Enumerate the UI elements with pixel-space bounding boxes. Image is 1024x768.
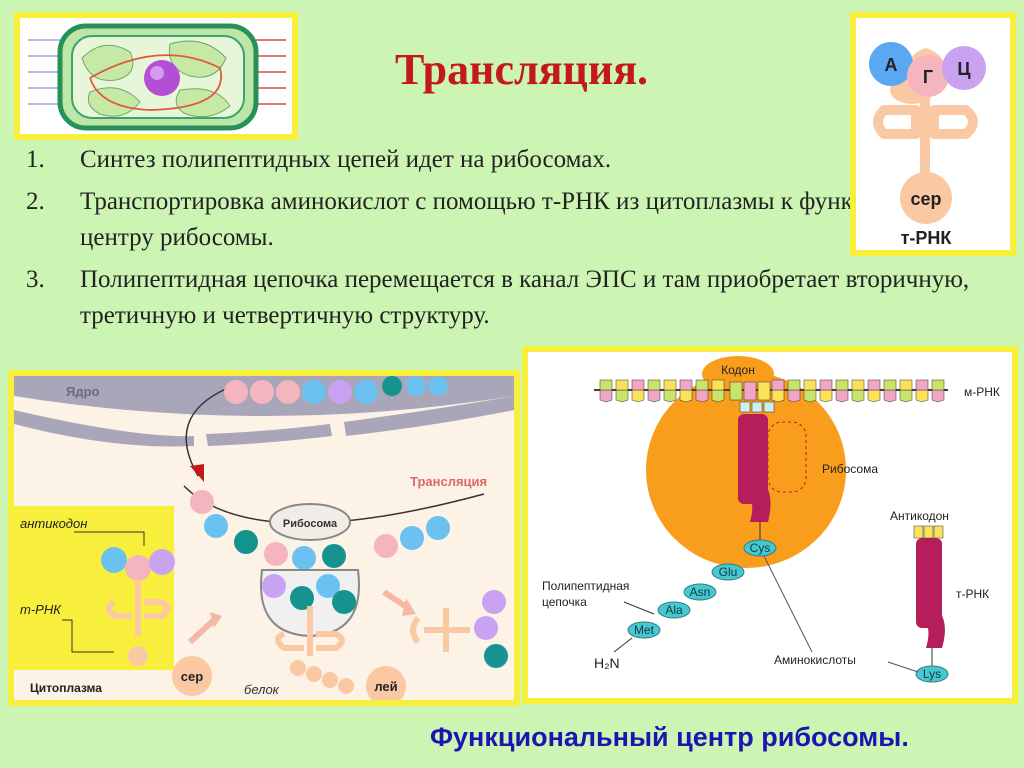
trna-label: т-РНК xyxy=(956,587,989,601)
ribosome-label: Рибосома xyxy=(822,462,878,476)
trna-label: т-РНК xyxy=(901,228,953,248)
anticodon-g: Г xyxy=(923,67,933,87)
list-number: 1. xyxy=(26,146,45,173)
trna-card: А Г Ц сер т-РНК xyxy=(850,12,1016,256)
chain-label-2: цепочка xyxy=(542,595,587,609)
translation-illustration: Ядро Трансляция Рибосома белок антикодон… xyxy=(14,376,514,706)
list-text: Синтез полипептидных цепей идет на рибос… xyxy=(80,146,612,173)
h2n-label: H₂N xyxy=(594,655,620,671)
aminoacids-label: Аминокислоты xyxy=(774,653,856,667)
anticodon-a-icon xyxy=(869,42,913,86)
free-amino-lys: Lys xyxy=(923,667,941,681)
mrna-label: м-РНК xyxy=(964,385,1000,399)
amino-acid-icon xyxy=(900,172,952,224)
list-number: 2. xyxy=(26,188,45,215)
list-item: 2. Транспортировка аминокислот с помощью … xyxy=(26,184,1010,256)
anticodon-c-icon xyxy=(942,46,986,90)
amino-lei: лей xyxy=(374,679,397,694)
chain-ala: Ala xyxy=(665,603,683,617)
ribosome-illustration: Кодон Рибосома xyxy=(528,352,1012,698)
list-number: 3. xyxy=(26,266,45,293)
nucleus-label: Ядро xyxy=(66,384,100,399)
inset-trna-label: т-РНК xyxy=(20,602,62,617)
slide-caption: Функциональный центр рибосомы. xyxy=(430,722,909,752)
protein-label: белок xyxy=(244,682,280,697)
chain-cys: Cys xyxy=(750,541,771,555)
cell-thumbnail xyxy=(14,12,298,140)
codon-label: Кодон xyxy=(721,363,755,377)
amino-acid-label: сер xyxy=(910,189,941,209)
list-item: 1. Синтез полипептидных цепей идет на риб… xyxy=(26,142,1010,178)
list-text: Полипептидная цепочка перемещается в кан… xyxy=(80,266,970,329)
ribosome-label: Рибосома xyxy=(283,518,338,530)
list-text: Транспортировка аминокислот с помощью т-… xyxy=(80,188,995,251)
cell-illustration xyxy=(20,18,292,134)
amino-ser: сер xyxy=(181,669,203,684)
cytoplasm-diagram: Ядро Трансляция Рибосома белок антикодон… xyxy=(8,370,520,706)
key-points-list: 1. Синтез полипептидных цепей идет на риб… xyxy=(26,142,1010,340)
anticodon-label: антикодон xyxy=(20,516,87,531)
translation-label: Трансляция xyxy=(410,474,487,489)
ribosome-diagram: Кодон Рибосома xyxy=(522,346,1018,704)
list-item: 3. Полипептидная цепочка перемещается в к… xyxy=(26,262,1010,334)
anticodon-a: А xyxy=(885,55,898,75)
chain-label-1: Полипептидная xyxy=(542,579,629,593)
chain-glu: Glu xyxy=(719,565,738,579)
anticodon-label: Антикодон xyxy=(890,509,949,523)
anticodon-c: Ц xyxy=(957,59,971,79)
slide-title: Трансляция. xyxy=(395,45,649,94)
chain-asn: Asn xyxy=(690,585,711,599)
cytoplasm-label: Цитоплазма xyxy=(30,681,102,695)
anticodon-g-icon xyxy=(907,55,949,97)
chain-met: Met xyxy=(634,623,655,637)
trna-illustration: А Г Ц сер т-РНК xyxy=(856,18,1010,250)
